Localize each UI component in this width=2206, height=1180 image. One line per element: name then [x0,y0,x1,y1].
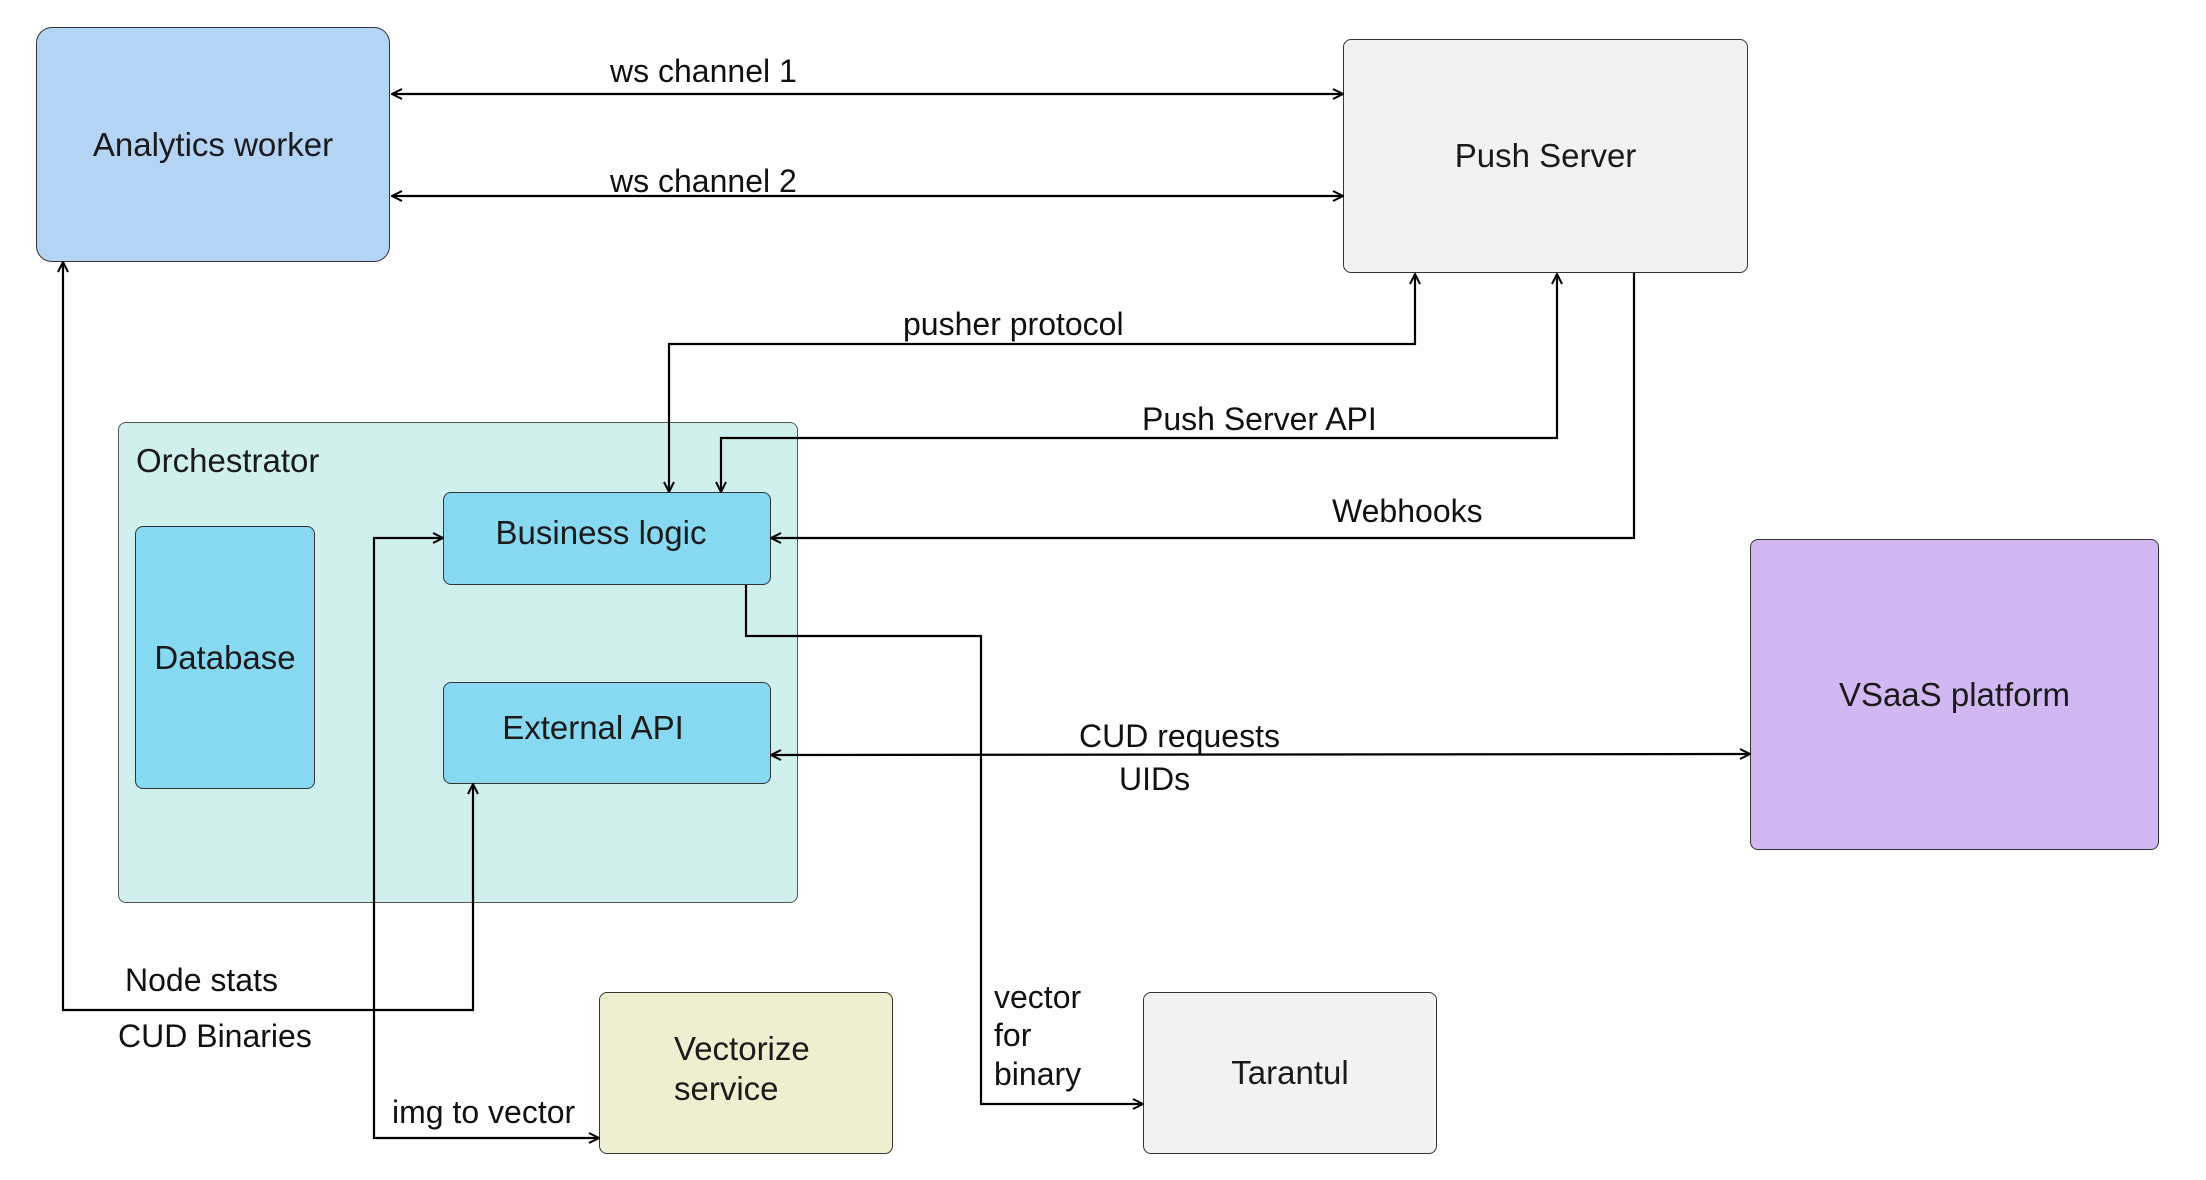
tarantul-label: Tarantul [1231,1054,1349,1092]
node-stats-label: Node stats [125,962,278,998]
vsaas-platform-label: VSaaS platform [1838,675,2071,713]
img-to-vector-label: img to vector [392,1094,576,1130]
cud-requests-arrow [771,754,1750,755]
ws-channel-2-label: ws channel 2 [610,163,797,199]
push-server-node: Push Server [1343,39,1748,273]
node-stats-arrow [63,262,473,1012]
tarantul-node: Tarantul [1143,992,1437,1154]
cud-requests-label: CUD requests [1079,718,1280,754]
pusher-protocol-label: pusher protocol [903,306,1124,342]
analytics-worker-node: Analytics worker [36,27,390,262]
webhooks-label: Webhooks [1332,493,1483,529]
vsaas-platform-node: VSaaS platform [1750,539,2159,850]
push-server-label: Push Server [1454,137,1637,175]
vectorize-service-label: Vectorize service [674,1030,810,1107]
vectorize-service-node: Vectorize service [599,992,893,1154]
analytics-worker-label: Analytics worker [92,125,334,163]
img-to-vector-arrow [372,538,599,1138]
push-server-api-label: Push Server API [1142,401,1377,437]
vector-for-binary-arrow [744,585,1143,1104]
cud-binaries-label: CUD Binaries [118,1018,312,1054]
vector-for-binary-label: vector for binary [994,979,1082,1092]
webhooks-arrow [771,273,1636,538]
push-server-api-arrow [721,274,1557,492]
ws-channel-1-label: ws channel 1 [610,53,797,89]
uids-label: UIDs [1119,761,1191,797]
